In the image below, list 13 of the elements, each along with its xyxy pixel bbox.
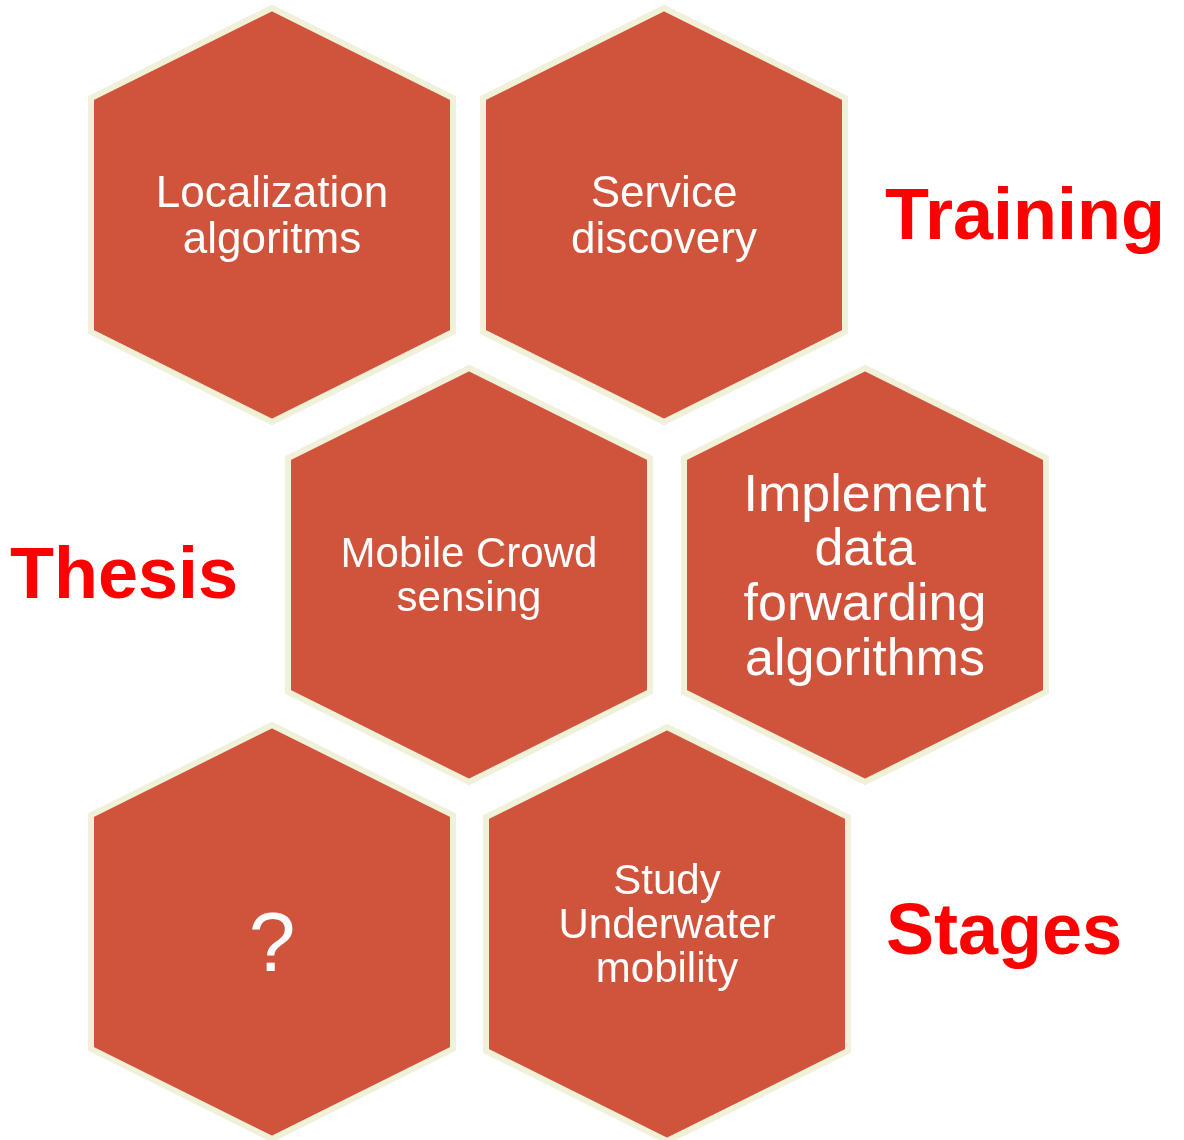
hexagon-label: Service discovery: [570, 168, 758, 262]
hexagon: [285, 365, 653, 785]
hexagon: [480, 5, 848, 425]
hexagon-label: Mobile Crowd sensing: [339, 530, 599, 620]
hexagon-label: Localization algoritms: [154, 168, 390, 262]
hexagon: [88, 5, 456, 425]
hexagon-label: Study Underwater mobility: [557, 857, 777, 991]
hexagon: [681, 365, 1049, 785]
hexagon: [483, 724, 851, 1140]
hexagon: [88, 722, 456, 1140]
stage-heading: Thesis: [10, 537, 239, 609]
hexagon-label: ?: [247, 897, 297, 987]
hexagon-label: Implement data forwarding algorithms: [742, 465, 988, 685]
